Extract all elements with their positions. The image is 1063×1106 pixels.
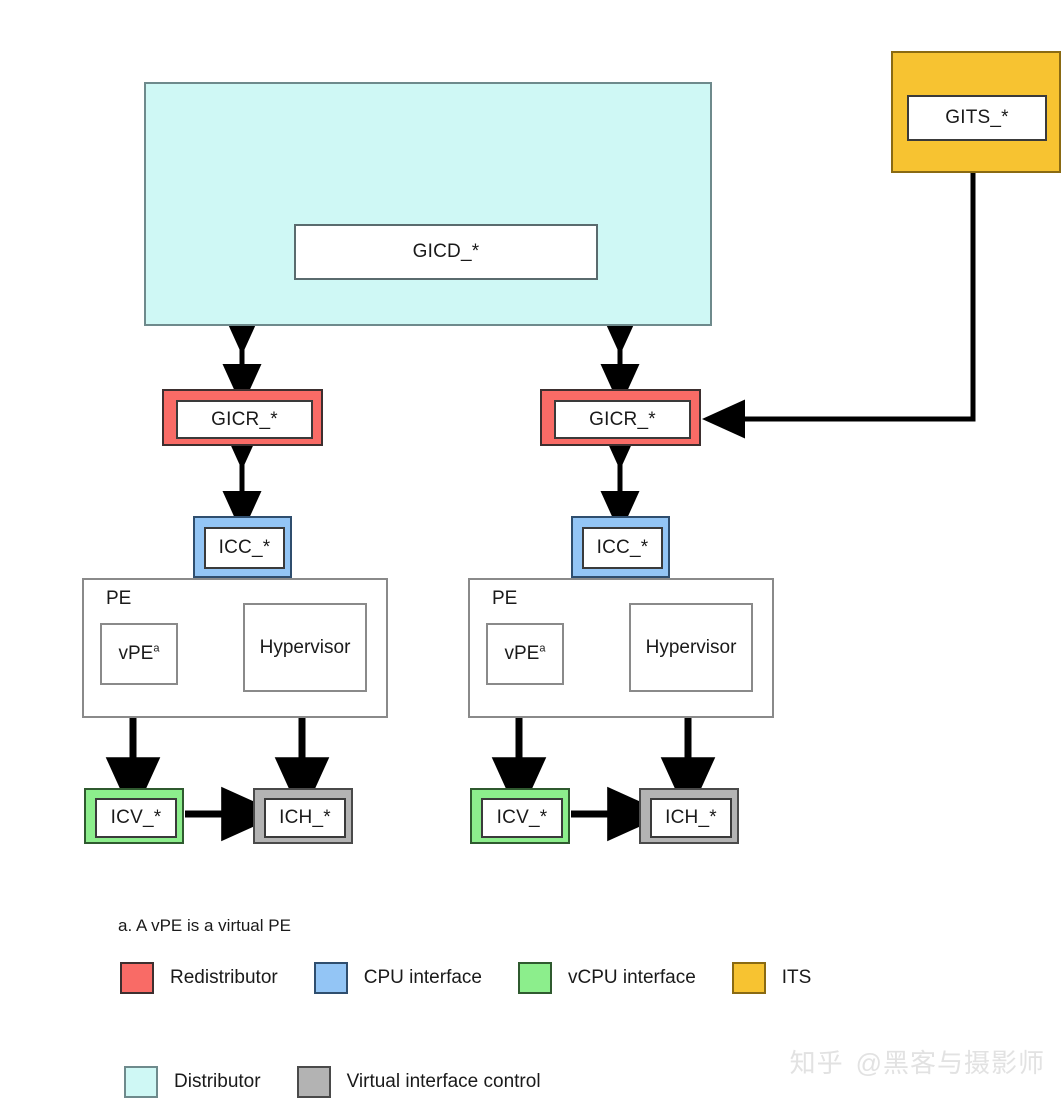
virtual-interface-control-block-left[interactable]: ICH_* — [253, 788, 353, 844]
vcpu-interface-block-right[interactable]: ICV_* — [470, 788, 570, 844]
legend-label-its: ITS — [781, 967, 812, 988]
icc-label-right: ICC_* — [596, 537, 649, 558]
cpu-interface-block-right[interactable]: ICC_* — [571, 516, 670, 578]
ich-register-box-right[interactable]: ICH_* — [650, 798, 732, 838]
legend-swatch-virtual-interface-control — [296, 1066, 331, 1098]
its-block[interactable]: GITS_* — [891, 51, 1061, 173]
virtual-interface-control-block-right[interactable]: ICH_* — [639, 788, 739, 844]
gicr-register-box-left[interactable]: GICR_* — [176, 400, 313, 439]
vpe-label-right: vPEa — [504, 642, 546, 664]
gicr-label-left: GICR_* — [211, 408, 278, 430]
footnote-text: a. A vPE is a virtual PE — [118, 916, 291, 935]
icc-register-box-left[interactable]: ICC_* — [204, 527, 285, 569]
legend-item-cpu-interface: CPU interface — [313, 962, 482, 994]
legend-label-cpu-interface: CPU interface — [363, 967, 482, 988]
pe-label-left: PE — [106, 588, 132, 609]
gits-register-box[interactable]: GITS_* — [907, 95, 1047, 141]
ich-label-right: ICH_* — [665, 807, 717, 828]
legend-label-vcpu-interface: vCPU interface — [568, 967, 696, 988]
icc-register-box-right[interactable]: ICC_* — [582, 527, 663, 569]
icv-label-left: ICV_* — [110, 807, 162, 828]
legend-item-distributor: Distributor — [124, 1066, 261, 1098]
pe-block-right[interactable]: PE vPEa Hypervisor — [468, 578, 774, 718]
legend-item-its: ITS — [731, 962, 812, 994]
legend-row-1: Redistributor CPU interface vCPU interfa… — [120, 962, 811, 994]
icv-label-right: ICV_* — [496, 807, 548, 828]
legend-label-virtual-interface-control: Virtual interface control — [346, 1071, 541, 1092]
legend-row-2: Distributor Virtual interface control — [124, 1066, 541, 1098]
watermark-handle: @黑客与摄影师 — [855, 1048, 1045, 1078]
icv-register-box-right[interactable]: ICV_* — [481, 798, 563, 838]
legend-swatch-redistributor — [120, 962, 154, 994]
hypervisor-label-right: Hypervisor — [645, 636, 737, 658]
legend-swatch-distributor — [124, 1066, 158, 1098]
arrow-its-gicr — [702, 172, 976, 439]
icv-register-box-left[interactable]: ICV_* — [95, 798, 177, 838]
vcpu-interface-block-left[interactable]: ICV_* — [84, 788, 184, 844]
gicd-label: GICD_* — [412, 241, 480, 262]
icc-label-left: ICC_* — [218, 537, 271, 558]
watermark-logo: 知乎 — [789, 1048, 844, 1078]
pe-label-right: PE — [492, 588, 518, 609]
hypervisor-box-left[interactable]: Hypervisor — [243, 603, 367, 692]
pe-block-left[interactable]: PE vPEa Hypervisor — [82, 578, 388, 718]
legend-swatch-vcpu-interface — [518, 962, 552, 994]
vpe-label-left: vPEa — [118, 642, 160, 664]
gicd-register-box[interactable]: GICD_* — [294, 224, 598, 280]
legend-label-redistributor: Redistributor — [170, 967, 278, 988]
gits-label: GITS_* — [945, 107, 1009, 128]
ich-label-left: ICH_* — [279, 807, 331, 828]
legend-item-virtual-interface-control: Virtual interface control — [296, 1066, 541, 1098]
legend-label-distributor: Distributor — [174, 1071, 261, 1092]
redistributor-block-left[interactable]: GICR_* — [162, 389, 323, 446]
cpu-interface-block-left[interactable]: ICC_* — [193, 516, 292, 578]
hypervisor-box-right[interactable]: Hypervisor — [629, 603, 753, 692]
vpe-box-left[interactable]: vPEa — [100, 623, 178, 685]
hypervisor-label-left: Hypervisor — [259, 636, 351, 658]
distributor-block[interactable]: GICD_* — [144, 82, 712, 326]
legend-swatch-its — [731, 962, 766, 994]
ich-register-box-left[interactable]: ICH_* — [264, 798, 346, 838]
watermark: 知乎 @黑客与摄影师 — [790, 1043, 1045, 1080]
gicr-label-right: GICR_* — [589, 408, 656, 430]
vpe-box-right[interactable]: vPEa — [486, 623, 564, 685]
legend-swatch-cpu-interface — [313, 962, 348, 994]
legend-item-vcpu-interface: vCPU interface — [518, 962, 696, 994]
redistributor-block-right[interactable]: GICR_* — [540, 389, 701, 446]
gicr-register-box-right[interactable]: GICR_* — [554, 400, 691, 439]
legend-item-redistributor: Redistributor — [120, 962, 278, 994]
